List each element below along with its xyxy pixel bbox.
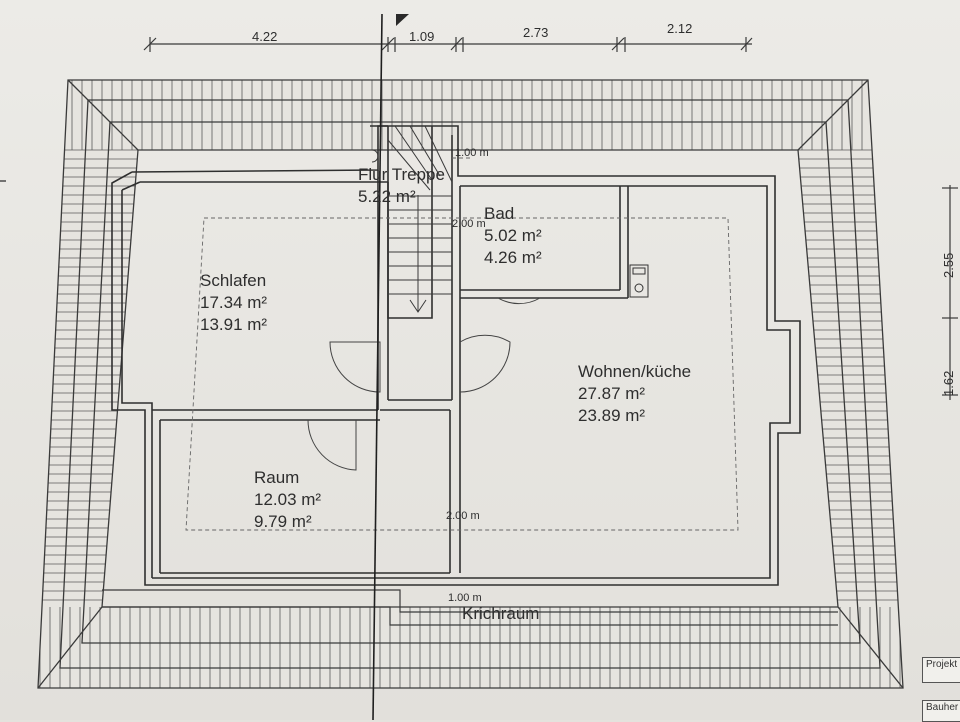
room-schlafen-area-2: 13.91 m² [200, 315, 268, 334]
height-mark-1: 1.00 m [455, 147, 489, 159]
room-raum-area-2: 9.79 m² [254, 512, 312, 531]
dim-top-1: 4.22 [252, 29, 278, 44]
dim-right-1: 2.55 [941, 252, 956, 278]
room-wohnen-name: Wohnen/küche [578, 362, 692, 381]
dim-right-2: 1.62 [941, 370, 956, 396]
room-flur-area: 5.22 m² [358, 187, 416, 206]
height-lines [185, 157, 739, 531]
kriechraum-outline [102, 589, 838, 626]
staircase [371, 125, 453, 313]
room-wohnen-label: Wohnen/küche 27.87 m² 23.89 m² [578, 361, 691, 427]
room-wohnen-area-1: 27.87 m² [578, 384, 646, 403]
room-bad-area-2: 4.26 m² [484, 248, 542, 267]
title-block-projekt: Projekt [922, 657, 960, 683]
right-dimension-chain [942, 185, 958, 400]
north-arrow-icon [396, 14, 409, 26]
room-raum-area-1: 12.03 m² [254, 490, 322, 509]
height-mark-2: 2.00 m [452, 218, 486, 230]
dim-top-3: 2.73 [523, 25, 549, 40]
room-schlafen-label: Schlafen 17.34 m² 13.91 m² [200, 270, 267, 336]
height-mark-3: 2.00 m [446, 510, 480, 522]
room-schlafen-name: Schlafen [200, 271, 267, 290]
room-kriechraum-label: Krichraum [462, 604, 540, 623]
room-raum-name: Raum [254, 468, 300, 487]
room-wohnen-area-2: 23.89 m² [578, 406, 646, 425]
room-schlafen-area-1: 17.34 m² [200, 293, 268, 312]
height-mark-4: 1.00 m [448, 592, 482, 604]
dim-top-2: 1.09 [409, 29, 435, 44]
room-bad-name: Bad [484, 204, 515, 223]
roof-outline [37, 79, 904, 689]
door-swings [307, 297, 541, 471]
room-flur-name: Flur Treppe [358, 165, 445, 184]
section-cut-line [372, 13, 383, 720]
room-flur-label: Flur Treppe 5.22 m² [358, 164, 445, 208]
title-block-bauherr: Bauher [922, 700, 960, 722]
room-raum-label: Raum 12.03 m² 9.79 m² [254, 467, 321, 533]
dim-top-4: 2.12 [667, 21, 693, 36]
stove-icon [629, 264, 649, 298]
room-bad-area-1: 5.02 m² [484, 226, 542, 245]
room-bad-label: Bad 5.02 m² 4.26 m² [484, 203, 542, 269]
top-dimension-chain [143, 37, 753, 52]
